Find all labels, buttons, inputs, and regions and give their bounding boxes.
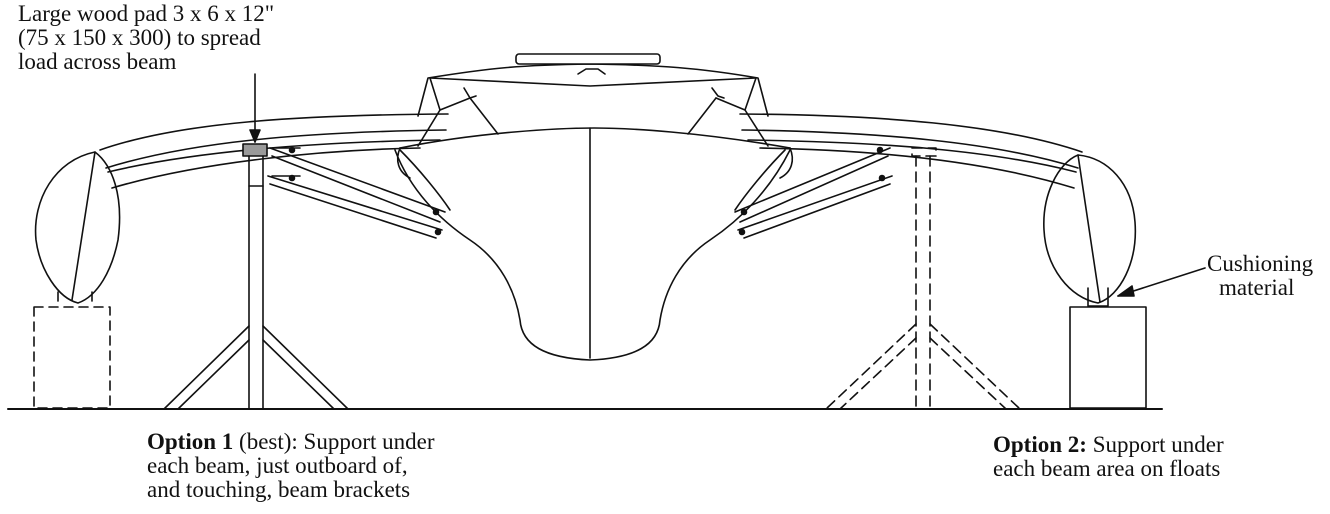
wood-pad-line-3: load across beam (18, 49, 177, 74)
option2-line-2: each beam area on floats (993, 456, 1221, 481)
wood-pad-annotation: Large wood pad 3 x 6 x 12" (75 x 150 x 3… (18, 2, 274, 74)
wood-pad-line-2: (75 x 150 x 300) to spread (18, 25, 261, 50)
option2-heading: Option 2: (993, 432, 1087, 457)
cushioning-line-1: Cushioning (1207, 251, 1314, 276)
option1-line-1: Option 1 (best): Support under (147, 430, 435, 454)
option2-line-1-rest: Support under (1086, 432, 1224, 457)
cushioning-arrow (1117, 267, 1206, 297)
option1-line-1-rest: (best): Support under (233, 429, 435, 454)
option1-stand (163, 143, 349, 410)
wood-pad-line-1: Large wood pad 3 x 6 x 12" (18, 1, 275, 26)
left-beam (99, 113, 449, 189)
option2-line-1: Option 2: Support under (993, 433, 1224, 457)
wood-pad-leader (249, 73, 261, 143)
option1-line-2: each beam, just outboard of, (147, 453, 408, 478)
cushioning-line-2: material (1219, 275, 1295, 300)
main-hull (394, 127, 791, 361)
option2-caption: Option 2: Support under each beam area o… (993, 433, 1224, 481)
option1-caption: Option 1 (best): Support under each beam… (147, 430, 435, 502)
left-float (34, 151, 121, 304)
dashed-stand (825, 147, 1021, 410)
right-float-support (1069, 287, 1147, 409)
right-float (1043, 154, 1137, 304)
option1-heading: Option 1 (147, 429, 234, 454)
left-float-dashed-support (33, 291, 111, 409)
right-struts (734, 146, 893, 239)
cabin (396, 53, 794, 179)
option1-line-3: and touching, beam brackets (147, 477, 411, 502)
cushioning-annotation: Cushioning material (1207, 252, 1313, 300)
left-struts (267, 146, 446, 239)
